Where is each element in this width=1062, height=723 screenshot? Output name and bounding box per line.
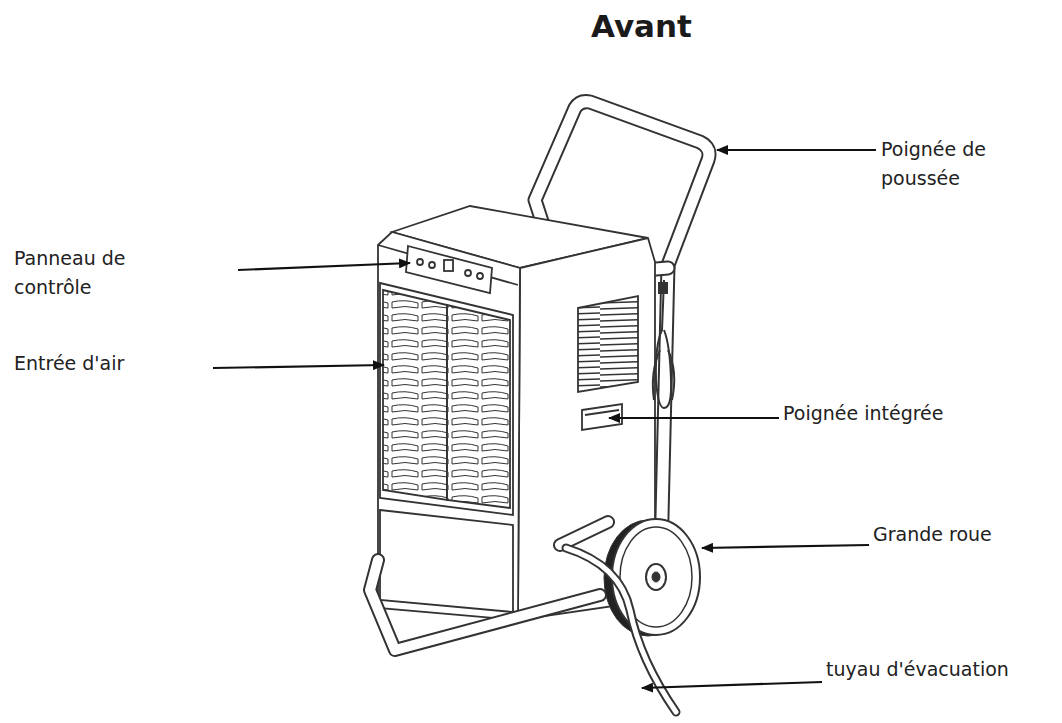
part-label: Panneau de contrôle [14,244,174,302]
part-label: tuyau d'évacuation [826,655,1009,684]
frame [370,522,608,650]
power-cord [653,280,674,408]
diagram-title: Avant [591,8,692,44]
leader-arrows [213,150,876,688]
part-label: Poignée de poussée [881,135,1031,193]
part-label: Entrée d'air [14,349,124,378]
part-label: Grande roue [873,520,992,549]
part-label: Poignée intégrée [783,399,944,428]
